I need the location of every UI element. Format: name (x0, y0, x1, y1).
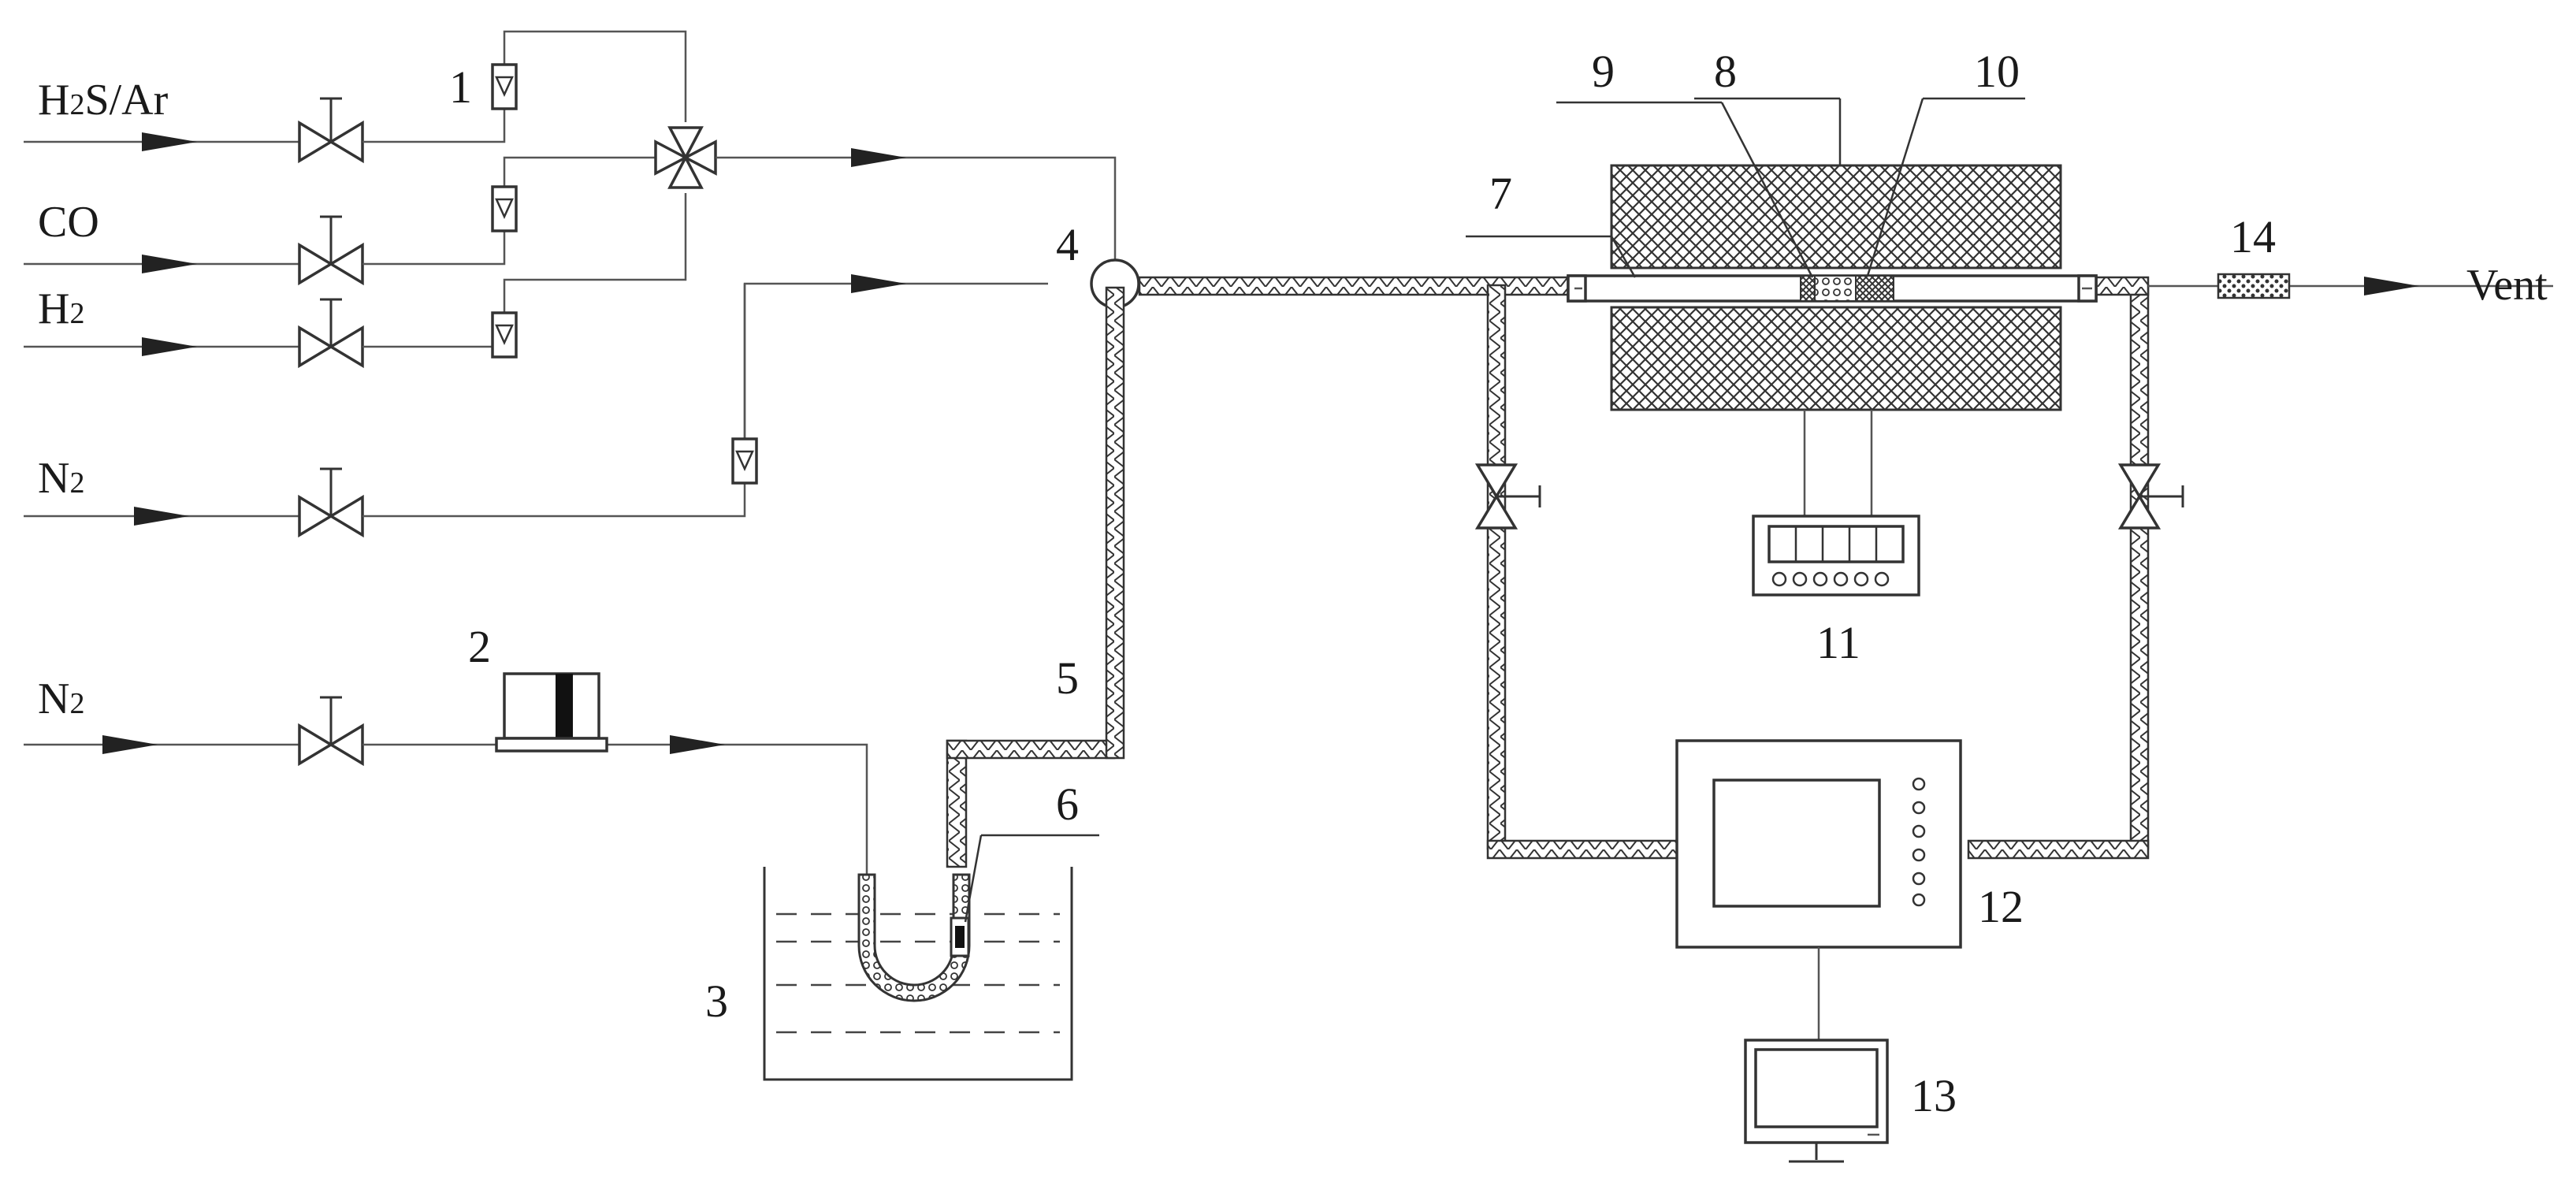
computer-monitor[interactable] (1744, 1039, 1889, 1163)
water-bath (763, 867, 1073, 1081)
vent-label: Vent (2466, 261, 2548, 310)
callout-14: 14 (2230, 211, 2276, 262)
valve-icon[interactable] (298, 467, 364, 538)
rotameter-icon (491, 63, 518, 110)
outlet-line (2148, 273, 2553, 299)
temperature-controller[interactable] (1752, 410, 1920, 596)
bypass-valves (1474, 463, 2184, 530)
callout-8: 8 (1714, 46, 1737, 97)
tube-furnace (1610, 164, 2062, 411)
rotameter-icon (491, 185, 518, 232)
mixing-valve-icon[interactable] (654, 126, 717, 189)
callout-1: 1 (449, 61, 472, 113)
valve-icon[interactable] (298, 215, 364, 286)
inlet-label-h2s: H2S/Ar (38, 76, 169, 125)
callout-7: 7 (1489, 168, 1512, 219)
callout-11: 11 (1816, 617, 1860, 668)
callout-3: 3 (705, 976, 728, 1027)
callout-12: 12 (1978, 881, 2024, 932)
mixed-gas-line (716, 148, 1117, 293)
callout-6: 6 (1056, 779, 1079, 830)
inlet-label-n2b: N2 (38, 675, 84, 723)
callout-9: 9 (1592, 46, 1615, 97)
rotameter-icon (731, 437, 758, 485)
valve-icon[interactable] (298, 298, 364, 369)
mass-flow-controller-icon[interactable] (495, 672, 608, 753)
inlet-label-n2a: N2 (38, 454, 84, 503)
bypass-valve-right-icon[interactable] (2117, 463, 2184, 530)
n2-bubbler-line (362, 735, 868, 875)
inlet-label-h2: H2 (38, 284, 84, 333)
reactor-tube (1567, 274, 2098, 303)
filter-icon (2217, 273, 2291, 299)
inlet-label-co: CO (38, 198, 99, 247)
valve-icon[interactable] (298, 97, 364, 164)
bypass-valve-left-icon[interactable] (1474, 463, 1541, 530)
bypass-pipes (1486, 276, 2150, 860)
callout-leaders (964, 97, 2025, 923)
rotameter-icon (491, 311, 518, 359)
callout-10: 10 (1974, 46, 2020, 97)
callout-2: 2 (468, 621, 491, 672)
heated-pipe-saturator (946, 286, 1125, 868)
callout-13: 13 (1911, 1070, 1957, 1121)
callout-5: 5 (1056, 652, 1079, 704)
flowmeters (491, 63, 758, 485)
gas-chromatograph[interactable] (1675, 739, 1962, 1040)
valve-icon[interactable] (298, 696, 364, 767)
inlet-valves (298, 97, 364, 767)
callout-4: 4 (1056, 219, 1079, 270)
u-tube-saturator (857, 873, 971, 1002)
callout-numbers: 1 2 3 4 5 6 7 8 9 10 11 12 13 14 (449, 46, 2276, 1121)
inlet-arrows (102, 132, 197, 754)
